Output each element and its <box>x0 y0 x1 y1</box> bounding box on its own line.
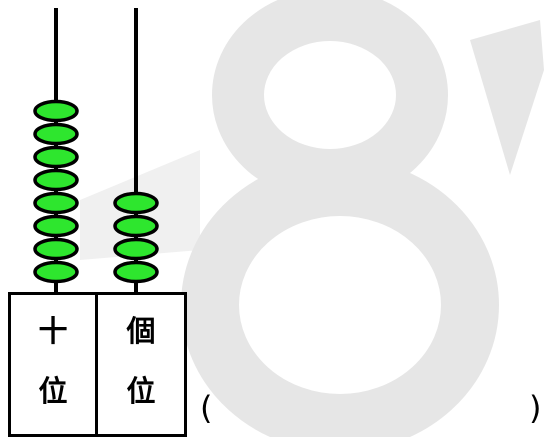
answer-close-paren: ) <box>529 389 542 427</box>
tens-bead <box>33 122 79 146</box>
ones-place-box: 個 位 <box>95 292 187 437</box>
tens-bead <box>33 260 79 284</box>
tens-bead <box>33 168 79 192</box>
ones-label-top: 個 <box>126 314 156 348</box>
tens-label-top: 十 <box>38 314 68 348</box>
tens-bead <box>33 145 79 169</box>
ones-bead <box>113 214 159 238</box>
tens-bead <box>33 191 79 215</box>
ones-label-bottom: 位 <box>126 374 156 408</box>
tens-label-bottom: 位 <box>38 374 68 408</box>
tens-place-box: 十 位 <box>8 292 98 437</box>
digit-8-watermark <box>80 0 544 441</box>
answer-open-paren: ( <box>200 389 213 427</box>
ones-bead <box>113 191 159 215</box>
tens-bead <box>33 214 79 238</box>
ones-bead <box>113 237 159 261</box>
ones-bead <box>113 260 159 284</box>
tens-bead <box>33 237 79 261</box>
tens-bead <box>33 99 79 123</box>
